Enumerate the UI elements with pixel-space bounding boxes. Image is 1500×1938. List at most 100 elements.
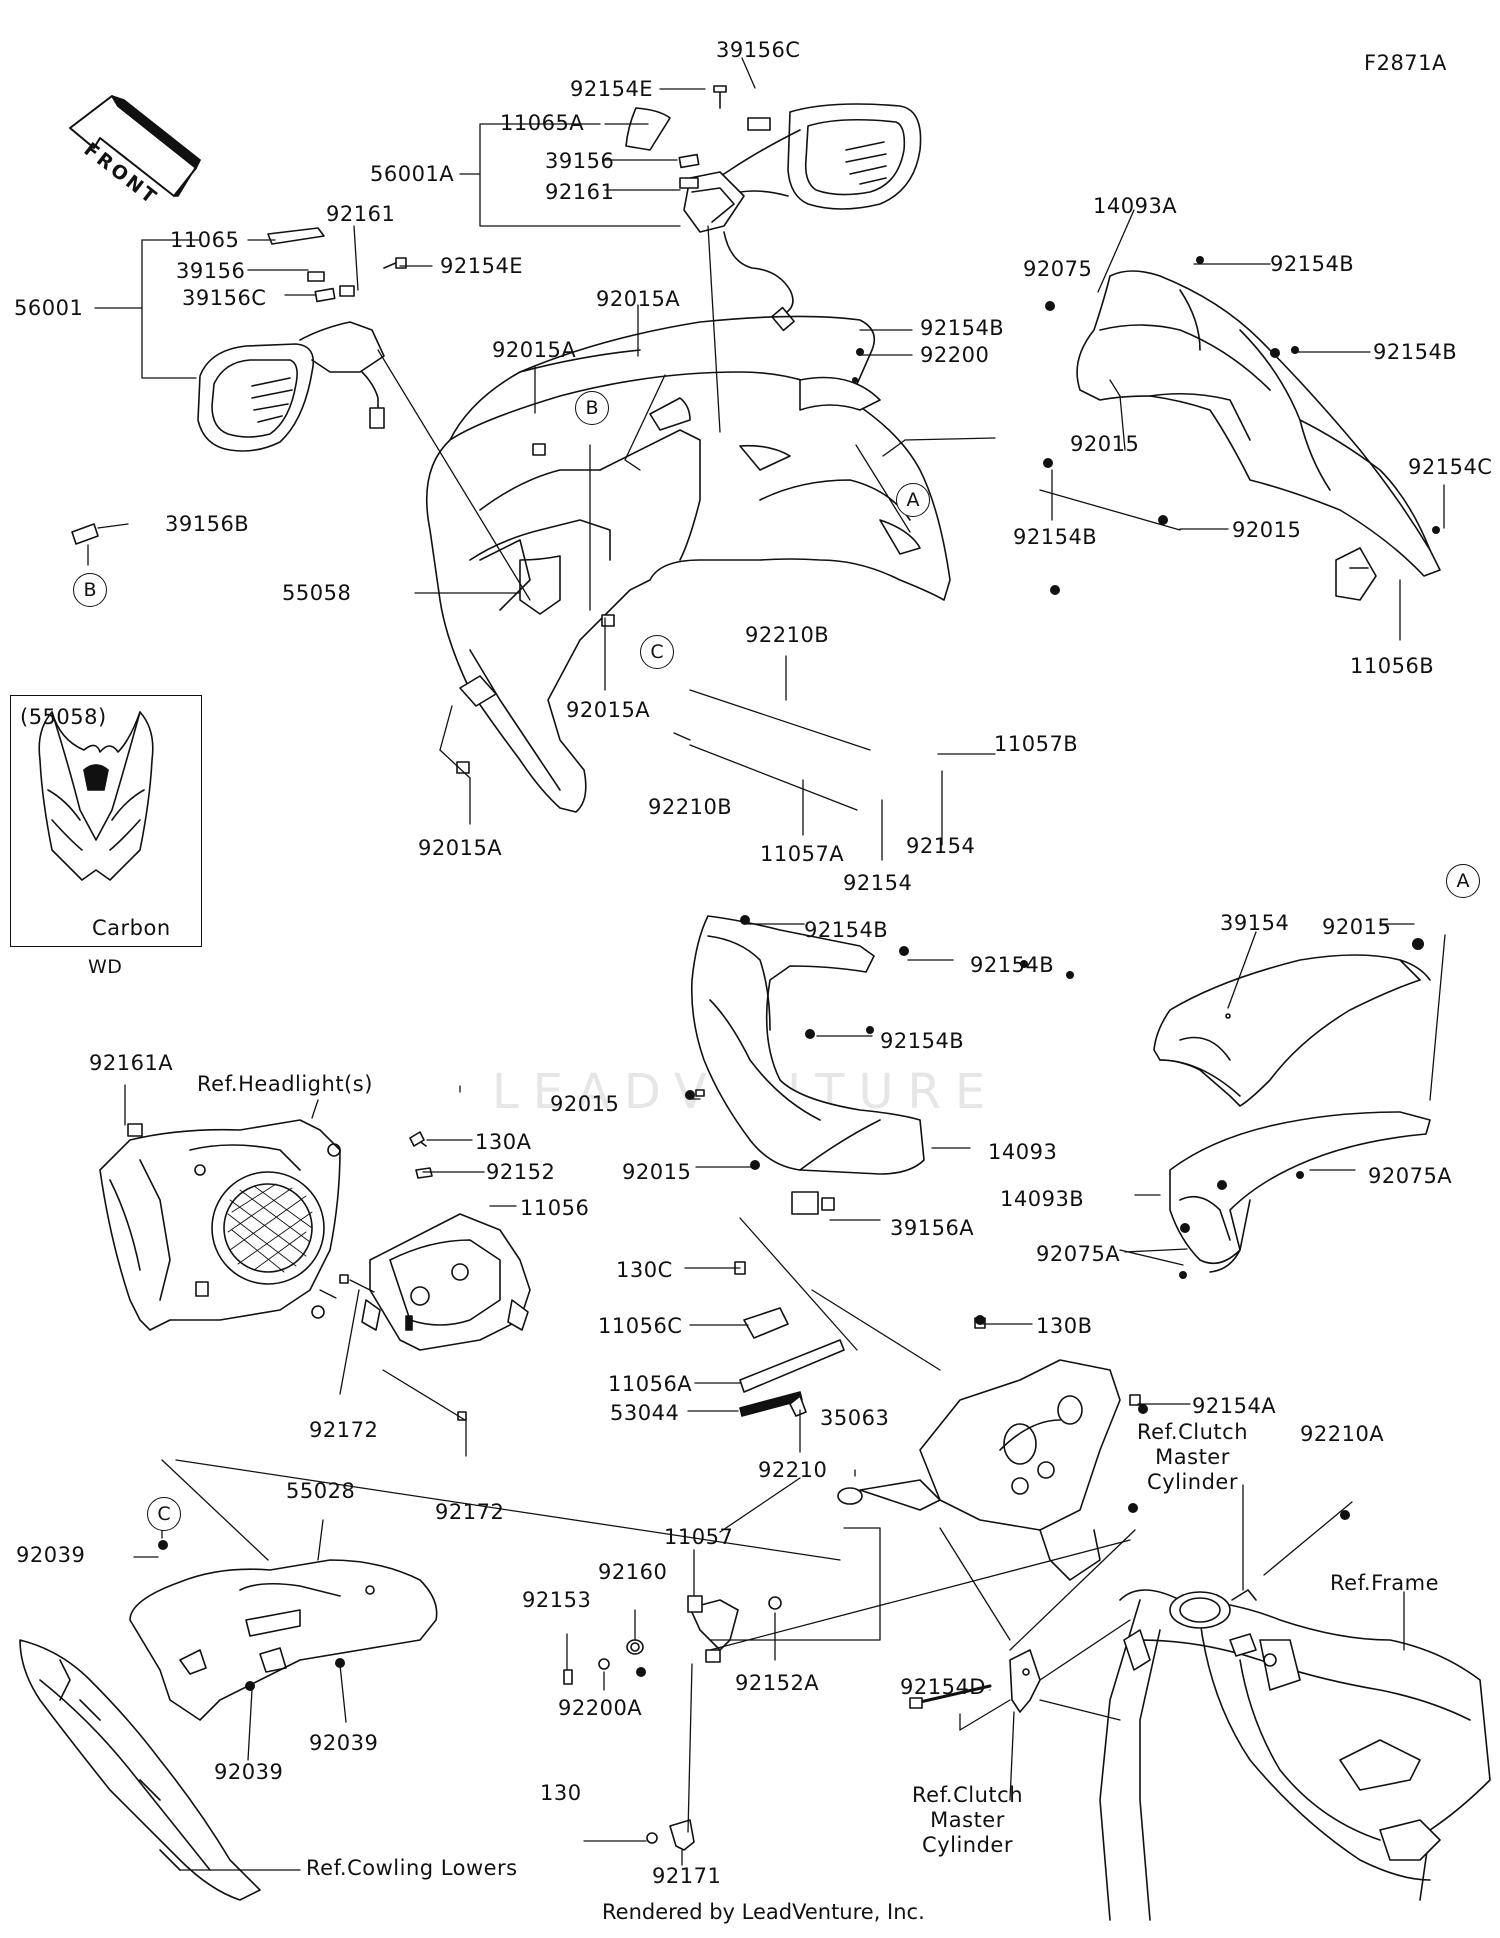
part-label: 92039: [16, 1543, 86, 1567]
under-cover-55028-drawing: [129, 1559, 438, 1721]
inset-tag-label: WD: [88, 956, 123, 978]
part-label: 11057: [664, 1525, 734, 1549]
inset-carbon-cowl-drawing: [38, 711, 154, 881]
upper-cowl-drawing: [425, 315, 951, 813]
stay-35063-drawing: [837, 1317, 1141, 1581]
part-label: Ref.Clutch Master Cylinder: [912, 1783, 1024, 1858]
part-label: 92015: [622, 1160, 692, 1184]
part-label: 92075: [1023, 257, 1093, 281]
part-label: 92152: [486, 1160, 556, 1184]
headlight-drawing: [99, 1119, 341, 1331]
part-label: 92015: [550, 1092, 620, 1116]
part-label: 35063: [820, 1406, 890, 1430]
part-label: Ref.Cowling Lowers: [306, 1856, 518, 1880]
part-label: 55028: [286, 1479, 356, 1503]
front-arrow-icon: [69, 95, 201, 197]
part-label: 92160: [598, 1560, 668, 1584]
part-label: 92015A: [596, 287, 681, 311]
inset-variant-box: [10, 695, 202, 947]
part-label: 92154B: [1270, 252, 1355, 276]
part-label: 92075A: [1368, 1164, 1453, 1188]
bracket-11057-drawing: [563, 1089, 835, 1851]
part-label: 92039: [309, 1731, 379, 1755]
ref-bubble-a: A: [1446, 864, 1480, 898]
part-label: 92154B: [880, 1029, 965, 1053]
part-label: 92152A: [735, 1671, 820, 1695]
part-label: 55058: [282, 581, 352, 605]
inner-panel-14093B-drawing: [1169, 1111, 1431, 1273]
part-label: 92171: [652, 1864, 722, 1888]
clutch-bracket-drawing: [909, 1649, 1041, 1713]
cowling-lower-drawing: [19, 1639, 261, 1901]
part-label: 11057A: [760, 842, 845, 866]
part-label: 39156B: [165, 512, 250, 536]
part-label: 92015: [1322, 915, 1392, 939]
mirror-left-drawing: [197, 227, 407, 452]
part-label: 92015: [1070, 432, 1140, 456]
part-label: 92015: [1232, 518, 1302, 542]
part-label: 11057B: [994, 732, 1079, 756]
part-label: 92154B: [920, 316, 1005, 340]
small-brackets-drawing: [734, 1261, 845, 1417]
part-label: 39156: [545, 149, 615, 173]
part-label: 92075A: [1036, 1242, 1121, 1266]
part-label: 92015A: [418, 836, 503, 860]
part-label: 92154E: [440, 254, 524, 278]
part-label: 92154B: [1013, 525, 1098, 549]
frame-drawing: [1099, 1589, 1491, 1921]
inset-carbon-label: Carbon: [92, 916, 171, 940]
part-label: 92154C: [1408, 455, 1493, 479]
part-label: 56001A: [370, 162, 455, 186]
ref-bubble-c: C: [640, 635, 674, 669]
part-label: 92200A: [558, 1696, 643, 1720]
part-label: 39156A: [890, 1216, 975, 1240]
part-label: 130A: [475, 1130, 532, 1154]
part-label: 39156: [176, 259, 246, 283]
part-label: 92172: [435, 1500, 505, 1524]
inner-panel-14093A-drawing: [1076, 270, 1441, 601]
part-label: 92154: [843, 871, 913, 895]
part-label: 92161A: [89, 1051, 174, 1075]
part-label: 11056: [520, 1196, 590, 1220]
part-label: 92154B: [804, 918, 889, 942]
part-label: 14093B: [1000, 1187, 1085, 1211]
part-label: 92154B: [1373, 340, 1458, 364]
part-label: Ref.Clutch Master Cylinder: [1137, 1420, 1249, 1495]
ref-bubble-c: C: [147, 1497, 181, 1531]
part-label: 92210B: [648, 795, 733, 819]
part-label: 92015A: [566, 698, 651, 722]
ref-bubble-b: B: [73, 573, 107, 607]
ref-bubble-b: B: [575, 391, 609, 425]
part-label: 92172: [309, 1418, 379, 1442]
part-label: 92161: [326, 202, 396, 226]
part-label: 92154: [906, 834, 976, 858]
figure-code: F2871A: [1364, 51, 1447, 75]
part-label: 11065: [170, 228, 240, 252]
part-label: 92210: [758, 1458, 828, 1482]
part-label: 11065A: [500, 111, 585, 135]
mirror-right-drawing: [625, 85, 922, 332]
part-label: 92210B: [745, 623, 830, 647]
inset-ref-label: (55058): [20, 705, 107, 729]
part-label: 11056C: [598, 1314, 683, 1338]
part-label: 92154B: [970, 953, 1055, 977]
part-label: 11056B: [1350, 654, 1435, 678]
ref-bubble-a: A: [896, 483, 930, 517]
part-label: 92154E: [570, 77, 654, 101]
part-label: 92200: [920, 343, 990, 367]
part-label: 92154D: [900, 1675, 986, 1699]
part-label: 92039: [214, 1760, 284, 1784]
part-label: 130: [540, 1781, 582, 1805]
part-label: 14093: [988, 1140, 1058, 1164]
part-label: 130B: [1036, 1314, 1093, 1338]
part-label: 56001: [14, 296, 84, 320]
part-label: 39154: [1220, 911, 1290, 935]
part-label: Ref.Headlight(s): [197, 1072, 373, 1096]
part-label: 130C: [616, 1258, 673, 1282]
part-label: 11056A: [608, 1372, 693, 1396]
part-label: 92161: [545, 180, 615, 204]
part-label: Ref.Frame: [1330, 1571, 1440, 1595]
part-label: 92154A: [1192, 1394, 1277, 1418]
